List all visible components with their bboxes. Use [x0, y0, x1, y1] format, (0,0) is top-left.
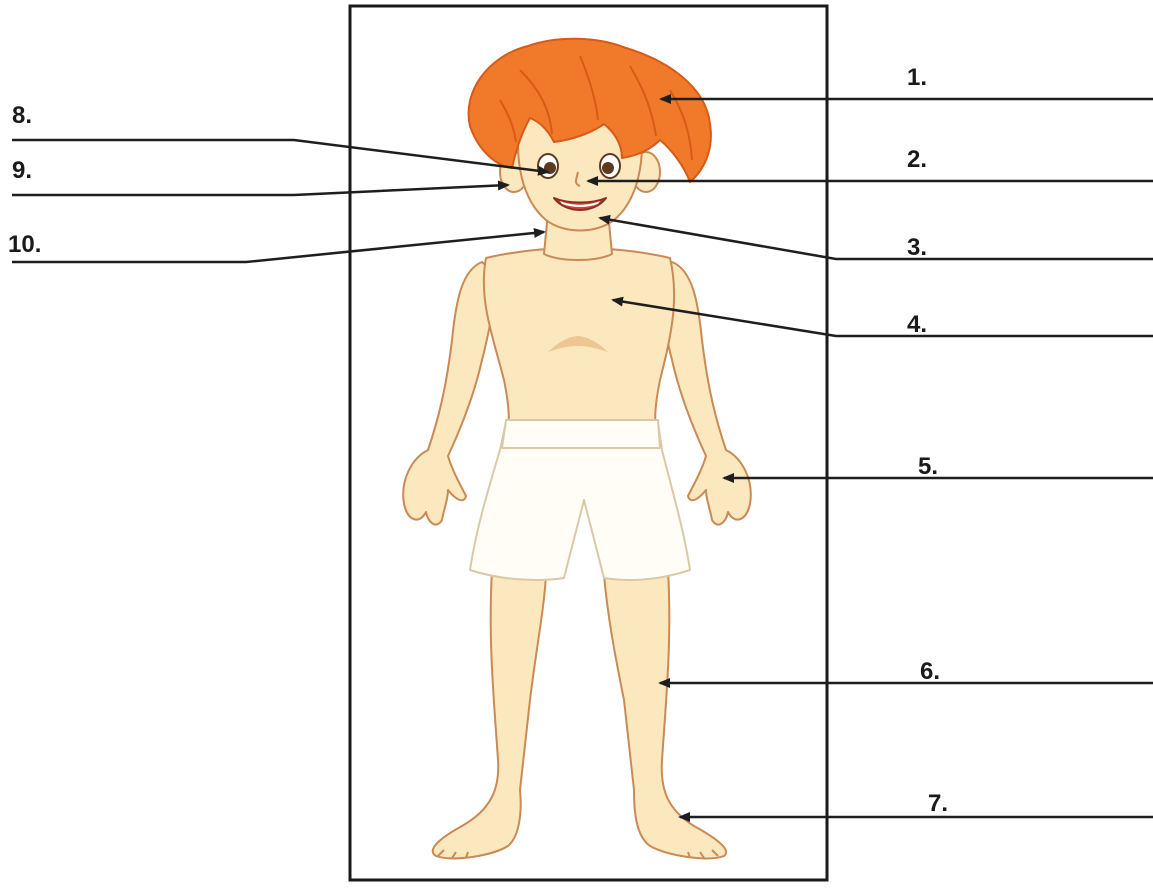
label-2: 2. — [907, 148, 927, 172]
label-6: 6. — [920, 660, 940, 684]
label-9: 9. — [12, 159, 32, 183]
label-4: 4. — [907, 313, 927, 337]
waistband — [502, 420, 660, 448]
label-7: 7. — [928, 792, 948, 816]
label-3: 3. — [907, 236, 927, 260]
label-1: 1. — [907, 66, 927, 90]
label-8: 8. — [12, 104, 32, 128]
label-10: 10. — [8, 233, 41, 257]
label-5: 5. — [918, 455, 938, 479]
